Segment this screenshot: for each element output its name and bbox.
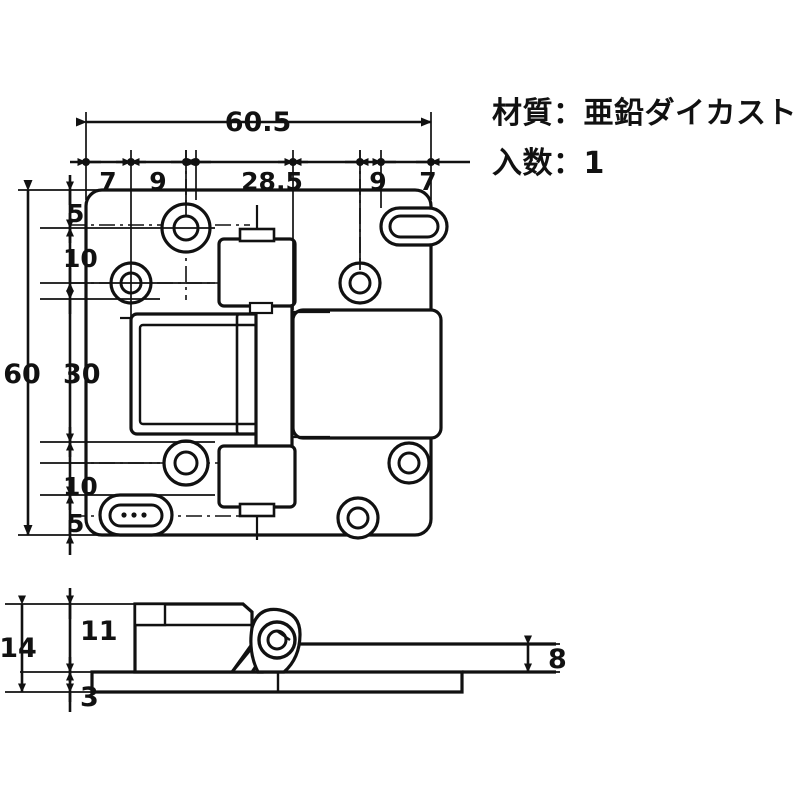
dim-text-h4: 10 (63, 472, 98, 501)
side-pivot-knuckle (249, 607, 302, 674)
dim-text-h5: 5 (67, 509, 84, 538)
dim-text-w5: 7 (419, 167, 436, 196)
dim-text-h2: 10 (63, 244, 98, 273)
plan-view: 60.5 7 9 28.5 9 7 60 5 10 30 10 5 (3, 107, 470, 555)
dim-text-side-overall: 14 (0, 633, 37, 664)
note-quantity: 入数：1 (492, 146, 605, 181)
side-extension-lines (5, 603, 560, 693)
dim-text-h1: 5 (67, 199, 84, 228)
screw-hole-right-lower (336, 496, 380, 540)
dim-text-overall-height: 60 (3, 359, 41, 390)
dim-text-overall-width: 60.5 (225, 107, 292, 138)
right-leaf (291, 308, 443, 440)
dim-text-side-thickness: 3 (80, 682, 99, 713)
hinge-pin-column (254, 300, 294, 452)
dim-text-w1: 7 (99, 167, 116, 196)
side-right-leaf (278, 642, 556, 674)
dim-text-w3: 28.5 (241, 167, 303, 196)
note-material: 材質：亜鉛ダイカスト (492, 96, 797, 131)
leaf-ledges (120, 310, 330, 439)
plan-dimension-texts: 60.5 7 9 28.5 9 7 60 5 10 30 10 5 (3, 107, 436, 538)
slot-hole-bottom-left (98, 493, 174, 537)
dim-text-side-body: 11 (80, 616, 118, 647)
side-view: 14 11 3 8 (0, 588, 567, 713)
slot-hole-top-right (379, 206, 449, 247)
dim-text-w2: 9 (149, 167, 166, 196)
dim-text-h3: 30 (63, 359, 101, 390)
lower-knuckle (217, 444, 297, 540)
screw-hole-lower-left (162, 439, 210, 487)
screw-hole-right-upper (387, 441, 431, 485)
left-leaf (129, 312, 268, 436)
pivot-pin-inner (266, 629, 288, 651)
side-base-plate (90, 670, 464, 694)
upper-knuckle (217, 205, 297, 315)
dim-text-side-leaf: 8 (548, 644, 567, 675)
dim-text-w4: 9 (369, 167, 386, 196)
side-dimension-texts: 14 11 3 8 (0, 616, 567, 713)
